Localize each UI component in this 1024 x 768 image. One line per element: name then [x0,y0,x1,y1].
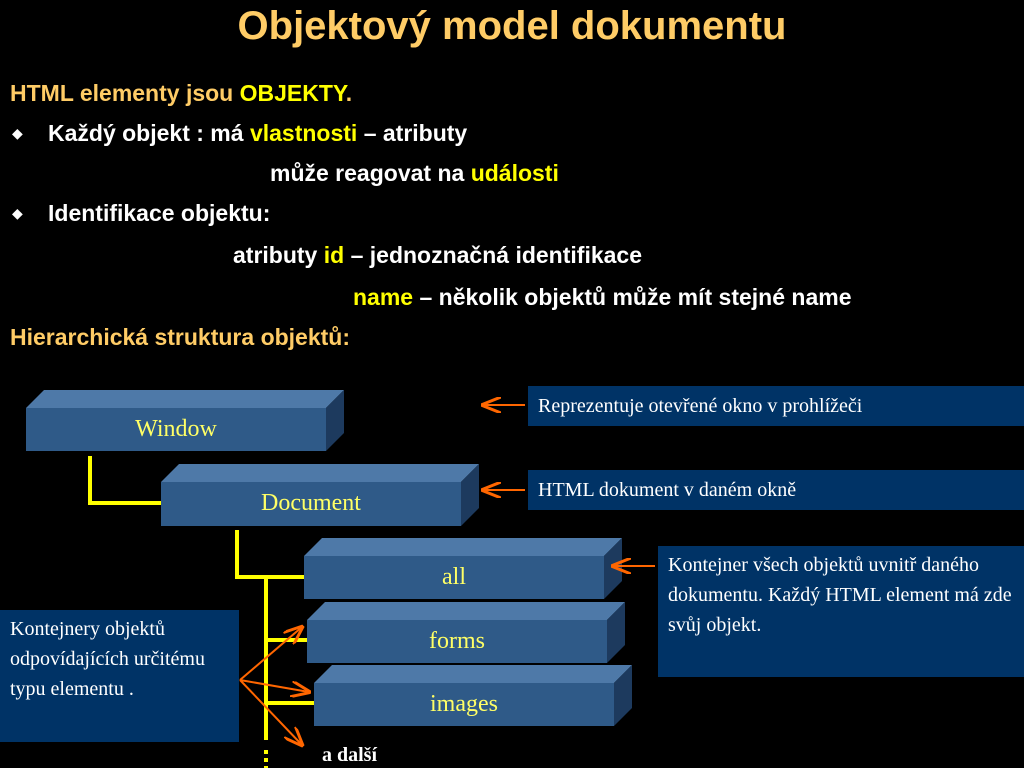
text-segment: . [345,80,353,106]
text-highlight: name [353,284,414,310]
document-node [161,464,479,526]
node-label-images: images [430,691,498,717]
line-identifikace: Identifikace objektu: [48,200,271,226]
text-segment: – jednoznačná identifikace [344,242,642,268]
text-highlight: id [323,242,345,268]
node-label-window: Window [135,416,217,442]
text-segment: HTML elementy jsou [10,80,240,106]
node-label-document: Document [261,490,361,516]
diamond-icon: ◆ [12,125,23,141]
note-document: HTML dokument v daném okně [528,470,1024,510]
node-label-all: all [442,564,466,590]
text-highlight: vlastnosti [249,120,358,146]
all-node [304,538,622,599]
line-reagovat: může reagovat na události [270,160,559,187]
note-containers: Kontejnery objektů odpovídajících určité… [0,610,239,742]
line-kazdy-objekt: Každý objekt : má vlastnosti – atributy [48,120,467,147]
node-label-more: a další [322,744,378,766]
note-window: Reprezentuje otevřené okno v prohlížeči [528,386,1024,426]
forms-node [307,602,625,663]
text-segment: Každý objekt : má [48,120,250,146]
arrow-lines [239,405,655,745]
line-hierarchie: Hierarchická struktura objektů: [10,324,351,350]
window-node [26,390,344,451]
line-name: name – několik objektů může mít stejné n… [353,284,852,311]
line-atributy-id: atributy id – jednoznačná identifikace [233,242,642,269]
line-html-elements: HTML elementy jsou OBJEKTY. [10,80,352,107]
text-segment: může reagovat na [270,160,471,186]
text-segment: – atributy [357,120,468,146]
text-highlight: OBJEKTY [239,80,346,106]
text-segment: – několik objektů může mít stejné name [413,284,852,310]
page-title: Objektový model dokumentu [237,4,787,48]
note-all: Kontejner všech objektů uvnitř daného do… [658,546,1024,677]
text-segment: atributy [233,242,324,268]
images-node [314,665,632,726]
node-label-forms: forms [429,628,485,654]
text-highlight: události [470,160,559,186]
diamond-icon: ◆ [12,205,23,221]
